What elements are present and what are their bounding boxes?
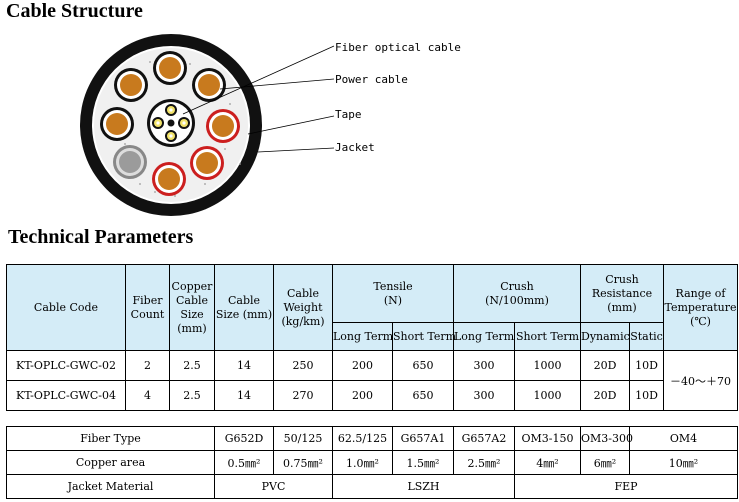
cell-fiber-type: OM4: [629, 426, 738, 451]
cell-fiber-type: 50/125: [273, 426, 333, 451]
header-crush-long: Long Term: [453, 322, 515, 351]
header-tensile: Tensile(N): [332, 264, 454, 323]
cell-dynamic: 20D: [580, 380, 630, 411]
table-row-jacket: Jacket Material PVC LSZH FEP: [6, 474, 738, 499]
cell-crush-long: 300: [453, 380, 515, 411]
cell-fiber: 2: [125, 350, 170, 381]
label-fiber-optical-cable: Fiber optical cable: [335, 41, 461, 54]
cell-code: KT-OPLC-GWC-04: [6, 380, 126, 411]
header-crush-resistance: Crush Resistance(mm): [579, 264, 665, 323]
cell-tensile-short: 650: [392, 380, 454, 411]
cell-tensile-long: 200: [332, 380, 393, 411]
header-crush: Crush(N/100mm): [453, 264, 581, 323]
table-row-copper-area: Copper area 0.5㎜² 0.75㎜² 1.0㎜² 1.5㎜² 2.5…: [6, 450, 738, 475]
cell-dynamic: 20D: [580, 350, 630, 381]
cell-code: KT-OPLC-GWC-02: [6, 350, 126, 381]
cell-copper: 2.5: [169, 380, 215, 411]
cell-static: 10D: [628, 350, 665, 381]
cell-fiber-type: 62.5/125: [332, 426, 393, 451]
cell-tensile-short: 650: [392, 350, 454, 381]
cell-static: 10D: [628, 380, 665, 411]
row-label-fiber-type: Fiber Type: [6, 426, 215, 451]
header-cable-weight: Cable Weight (kg/km): [273, 264, 333, 351]
label-power-cable: Power cable: [335, 73, 408, 86]
cell-jacket-lszh: LSZH: [332, 474, 515, 499]
cell-copper-area: 2.5㎜²: [453, 450, 515, 475]
cell-fiber-type: OM3-300: [580, 426, 633, 451]
cell-copper: 2.5: [169, 350, 215, 381]
cell-copper-area: 6㎜²: [580, 450, 630, 475]
label-jacket: Jacket: [335, 141, 375, 154]
header-crush-short: Short Term: [514, 322, 581, 351]
leader-lines: [182, 45, 335, 153]
technical-parameters-heading: Technical Parameters: [8, 226, 194, 248]
cell-fiber-type: G657A2: [453, 426, 515, 451]
cell-copper-area: 1.5㎜²: [392, 450, 454, 475]
header-copper-size: Copper Cable Size (mm): [169, 264, 215, 351]
cell-fiber-type: OM3-150: [514, 426, 581, 451]
cell-size: 14: [214, 350, 274, 381]
cell-tensile-long: 200: [332, 350, 393, 381]
header-fiber-count: Fiber Count: [125, 264, 170, 351]
table-row: KT-OPLC-GWC-02 2 2.5 14 250 200 650 300 …: [6, 350, 739, 411]
cell-fiber: 4: [125, 380, 170, 411]
header-dynamic: Dynamic: [580, 322, 630, 351]
row-label-copper-area: Copper area: [6, 450, 215, 475]
cell-crush-short: 1000: [514, 380, 581, 411]
cell-weight: 270: [273, 380, 333, 411]
cell-fiber-type: G657A1: [392, 426, 454, 451]
cell-size: 14: [214, 380, 274, 411]
table-row: KT-OPLC-GWC-04 4 2.5 14 270 200 650 300 …: [6, 380, 738, 411]
header-tensile-short: Short Term: [392, 322, 456, 351]
cell-copper-area: 1.0㎜²: [332, 450, 393, 475]
power-conductors-red: [152, 109, 240, 196]
header-cable-code: Cable Code: [6, 264, 126, 351]
header-temperature: Range of Temperature(℃): [663, 264, 739, 351]
cell-fiber-type: G652D: [214, 426, 274, 451]
cell-copper-area: 0.5㎜²: [214, 450, 274, 475]
cell-copper-area: 10㎜²: [629, 450, 738, 475]
header-tensile-long: Long Term: [332, 322, 393, 351]
cable-structure-heading: Cable Structure: [6, 0, 143, 22]
row-label-jacket: Jacket Material: [6, 474, 215, 499]
cell-crush-short: 1000: [514, 350, 581, 381]
cell-copper-area: 0.75㎜²: [273, 450, 333, 475]
label-tape: Tape: [335, 108, 362, 121]
cell-jacket-pvc: PVC: [214, 474, 333, 499]
header-cable-size: Cable Size (mm): [214, 264, 274, 351]
cell-copper-area: 4㎜²: [514, 450, 581, 475]
cell-crush-long: 300: [453, 350, 515, 381]
parameters-table: Cable Code Fiber Count Copper Cable Size…: [6, 264, 739, 411]
cell-weight: 250: [273, 350, 333, 381]
power-conductors-black: [100, 51, 226, 141]
optical-fibers: [152, 104, 190, 142]
header-static: Static: [628, 322, 665, 351]
table-row-fiber-type: Fiber Type G652D 50/125 62.5/125 G657A1 …: [6, 426, 738, 451]
cell-jacket-fep: FEP: [514, 474, 738, 499]
materials-table: Fiber Type G652D 50/125 62.5/125 G657A1 …: [6, 426, 738, 499]
cell-temperature: －40～＋70: [663, 350, 739, 411]
cable-cross-section-diagram: [80, 34, 335, 216]
